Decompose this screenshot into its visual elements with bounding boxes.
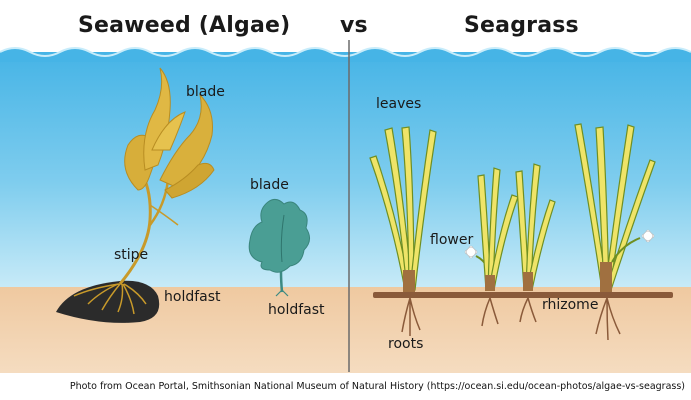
title-seagrass: Seagrass xyxy=(464,13,579,38)
label-roots: roots xyxy=(388,336,424,352)
small-algae-illustration xyxy=(248,198,310,297)
water-background xyxy=(0,52,691,290)
water-surface xyxy=(0,48,691,62)
title-vs: vs xyxy=(340,13,368,38)
label-leaves: leaves xyxy=(376,96,422,112)
label-rhizome: rhizome xyxy=(542,297,599,313)
label-small-holdfast: holdfast xyxy=(268,302,325,318)
photo-credit: Photo from Ocean Portal, Smithsonian Nat… xyxy=(69,381,685,392)
label-stipe: stipe xyxy=(114,247,149,263)
label-kelp-blade: blade xyxy=(186,84,225,100)
label-kelp-holdfast: holdfast xyxy=(164,289,221,305)
flower-1 xyxy=(464,245,478,259)
seagrass-illustration xyxy=(369,123,673,341)
rhizome-bar xyxy=(373,292,673,298)
kelp-illustration xyxy=(56,67,215,323)
title-seaweed: Seaweed (Algae) xyxy=(78,13,291,38)
label-small-blade: blade xyxy=(250,177,289,193)
label-flower: flower xyxy=(430,232,474,248)
flower-2 xyxy=(641,229,655,243)
